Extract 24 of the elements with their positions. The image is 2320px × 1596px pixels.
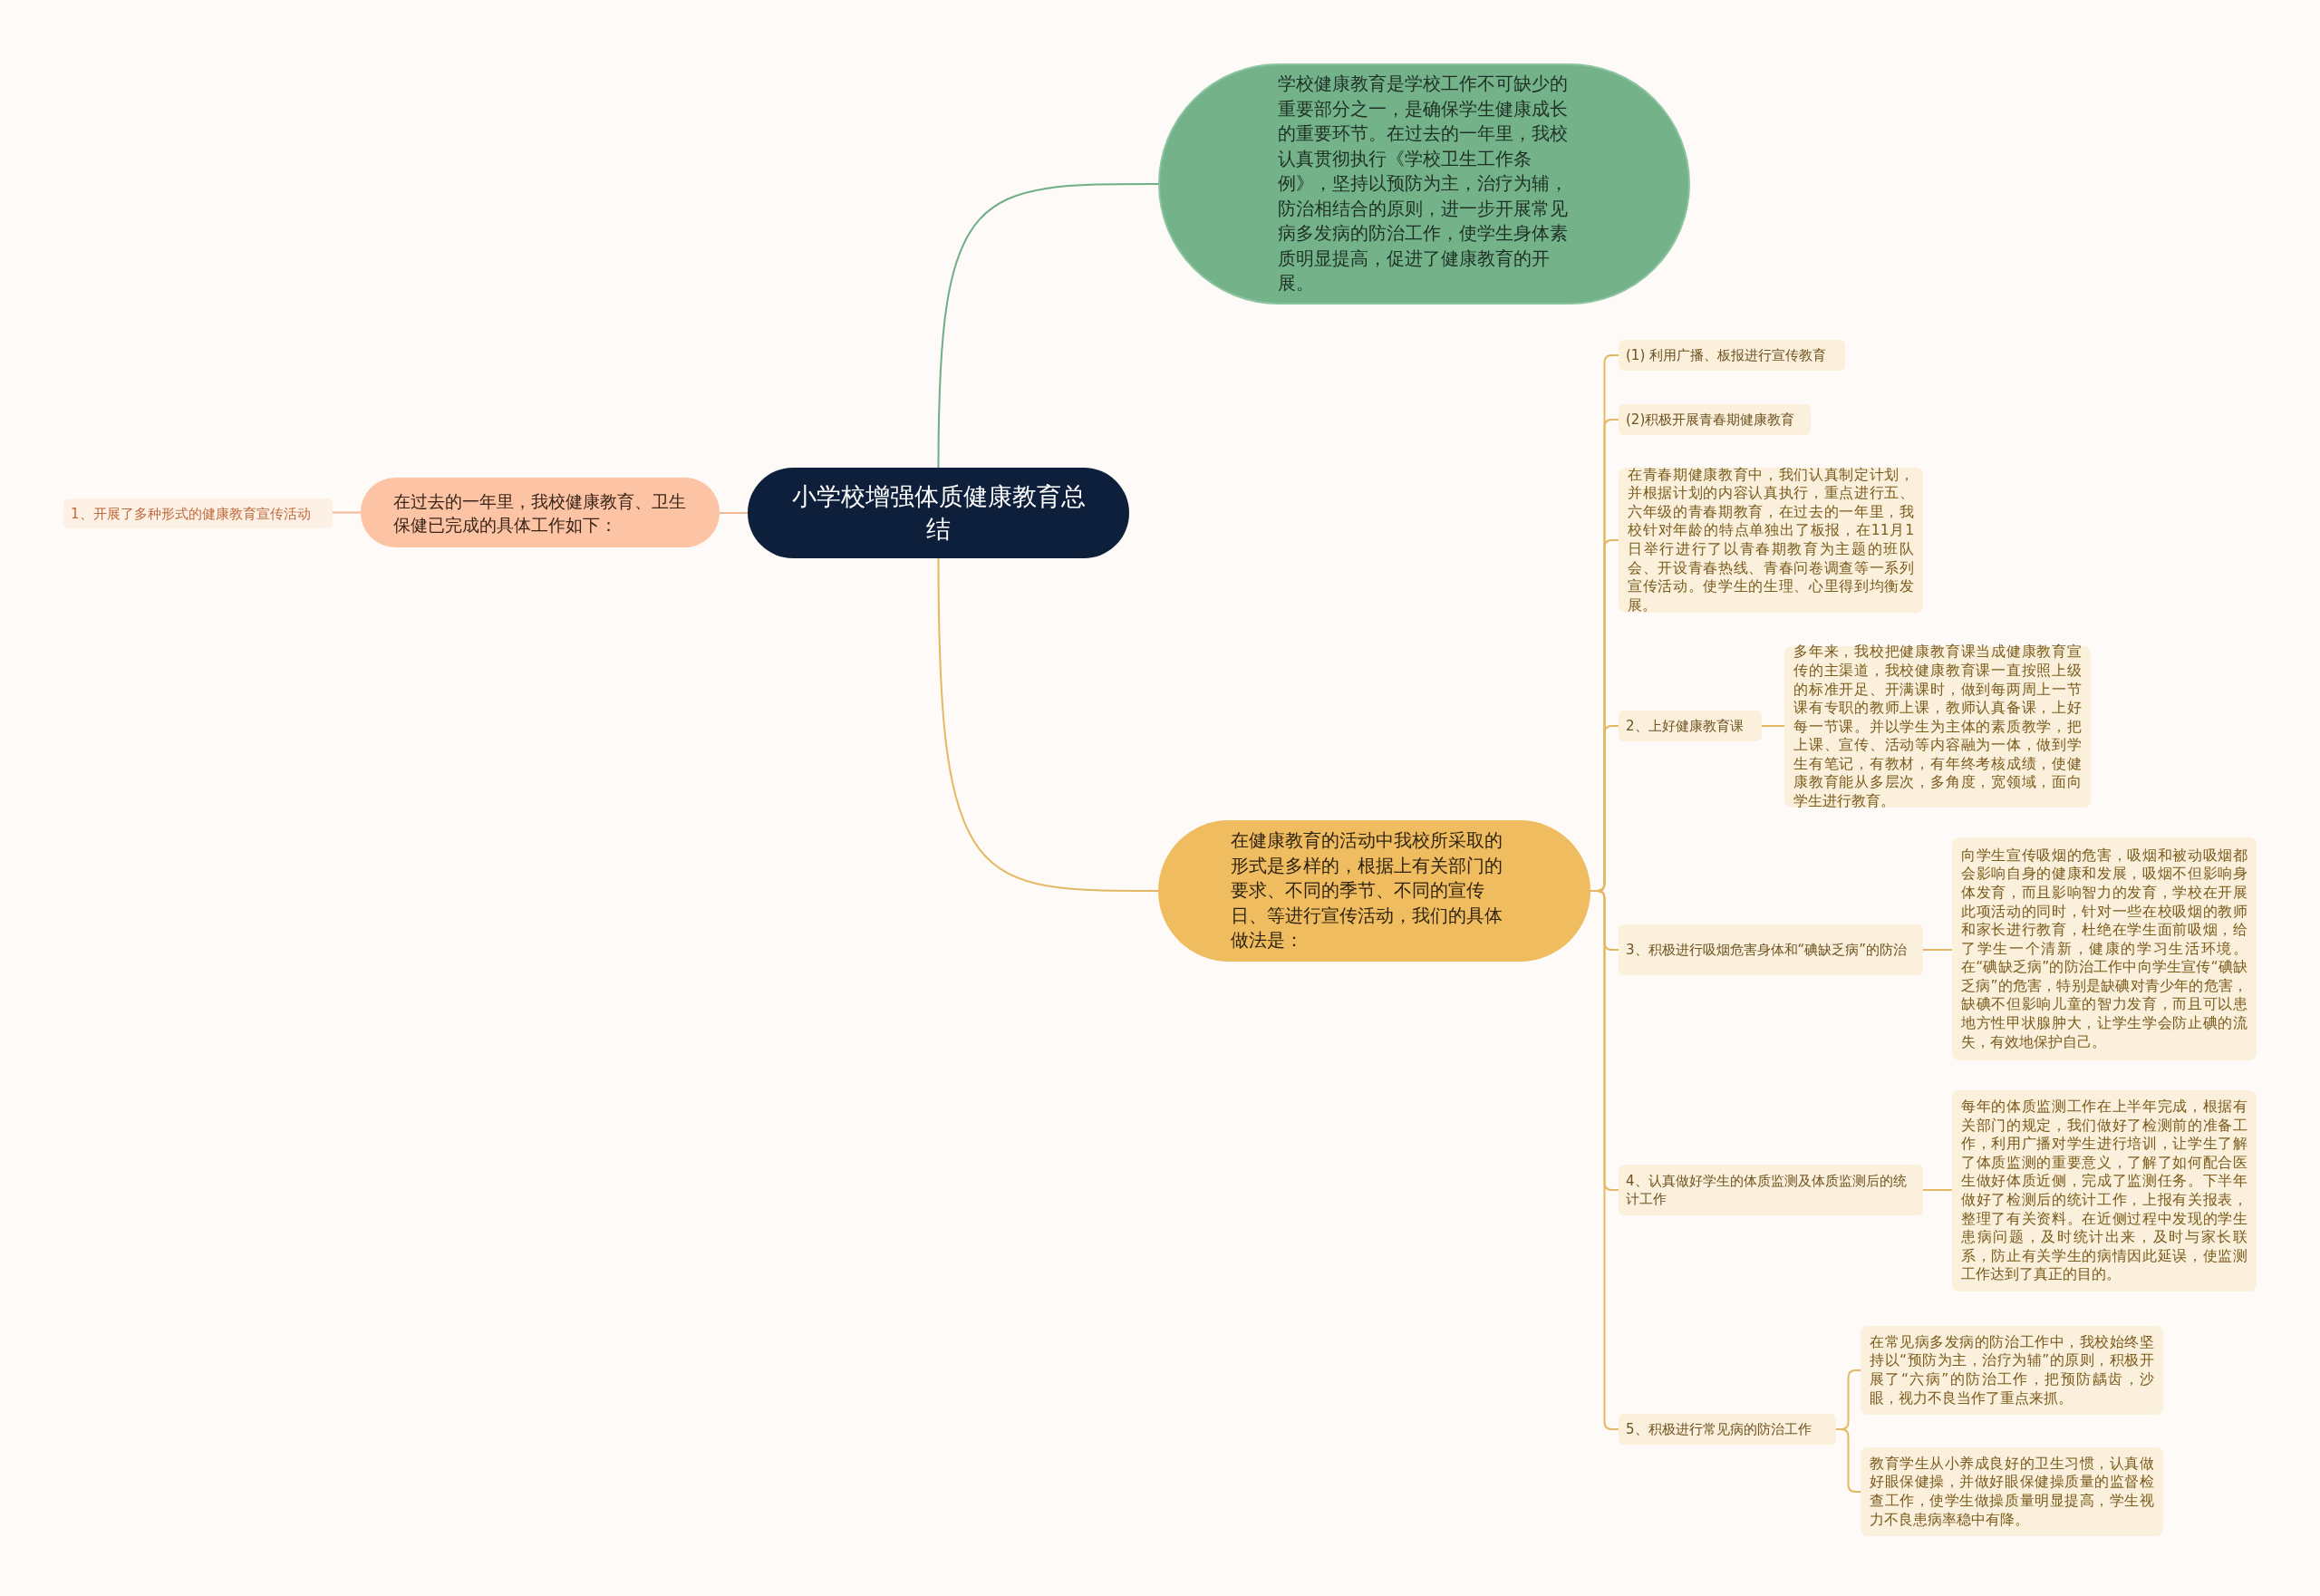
note-box: 教育学生从小养成良好的卫生习惯，认真做好眼保健操，并做好眼保健操质量的监督检查工作，使学生做操质量明显提高，学生视力不良患病率稳中有降。 xyxy=(1861,1447,2163,1536)
connector-line xyxy=(719,512,749,514)
subtopic-box: 4、认真做好学生的体质监测及体质监测后的统计工作 xyxy=(1619,1165,1923,1215)
subtopic-box: 1、开展了多种形式的健康教育宣传活动 xyxy=(63,498,333,528)
root-topic-box: 小学校增强体质健康教育总结 xyxy=(748,468,1129,558)
note-box: 在常见病多发病的防治工作中，我校始终坚持以“预防为主，治疗为辅”的原则，积极开展了“六病”的防治工作，把预防龋齿，沙眼，视力不良当作了重点来抓。 xyxy=(1861,1326,2163,1415)
subtopic-box: 2、上好健康教育课 xyxy=(1619,711,1762,741)
note-box: 每年的体质监测工作在上半年完成，根据有关部门的规定，我们做好了检测前的准备工作，利用广播对学生进行培训，让学生了解了体质监测的重要意义，了解了如何配合医生做好体质近侧，完成了监测任务。下半年做好了检测后的统计工作，上报有关报表，整理了有关资料。在近侧过程中发现的学生患病问题，及时统计出来，及时与家长联系，防止有关学生的病情因此延误，使监测工作达到了真正的目的。 xyxy=(1952,1090,2257,1291)
subtopic-box: 5、积极进行常见病的防治工作 xyxy=(1619,1414,1836,1445)
connector-line xyxy=(937,183,1159,469)
connector-line xyxy=(1761,725,1785,727)
subtopic-box: (2)积极开展青春期健康教育 xyxy=(1619,404,1811,435)
subtopic-box: (1) 利用广播、板报进行宣传教育 xyxy=(1619,340,1845,371)
connector-line xyxy=(937,557,1159,892)
connector-line xyxy=(1835,1428,1861,1493)
topic-box: 学校健康教育是学校工作不可缺少的重要部分之一，是确保学生健康成长的重要环节。在过去的一年里，我校认真贯彻执行《学校卫生工作条例》，坚持以预防为主，治疗为辅，防治相结合的原则，进一步开展常见病多发病的防治工作，使学生身体素质明显提高，促进了健康教育的开展。 xyxy=(1158,63,1690,305)
connector-line xyxy=(332,511,362,514)
topic-box: 在健康教育的活动中我校所采取的形式是多样的，根据上有关部门的要求、不同的季节、不同的宣传日、等进行宣传活动，我们的具体做法是： xyxy=(1158,820,1590,962)
note-box: 向学生宣传吸烟的危害，吸烟和被动吸烟都会影响自身的健康和发展，吸烟不但影响身体发育，而且影响智力的发育，学校在开展此项活动的同时，针对一些在校吸烟的教师和家长进行教育，杜绝在学生面前吸烟，给了学生一个清新，健康的学习生活环境。在“碘缺乏病”的防治工作中向学生宣传“碘缺乏病”的危害，特别是缺碘对青少年的危害，缺碘不但影响儿童的智力发育，而且可以患地方性甲状腺肿大，让学生学会防止碘的流失，有效地保护自己。 xyxy=(1952,837,2257,1060)
subtopic-box: 3、积极进行吸烟危害身体和“碘缺乏病”的防治 xyxy=(1619,924,1923,975)
note-box: 在青春期健康教育中，我们认真制定计划，并根据计划的内容认真执行，重点进行五、六年级的青春期教育，在过去的一年里，我校针对年龄的特点单独出了板报，在11月1日举行进行了以青春期教育为主题的班队会、开设青春热线、青春问卷调查等一系列宣传活动。使学生的生理、心里得到均衡发展。 xyxy=(1619,468,1923,613)
connector-line xyxy=(1922,949,1953,951)
connector-line xyxy=(1922,1189,1953,1191)
topic-box: 在过去的一年里，我校健康教育、卫生保健已完成的具体工作如下： xyxy=(361,478,720,547)
